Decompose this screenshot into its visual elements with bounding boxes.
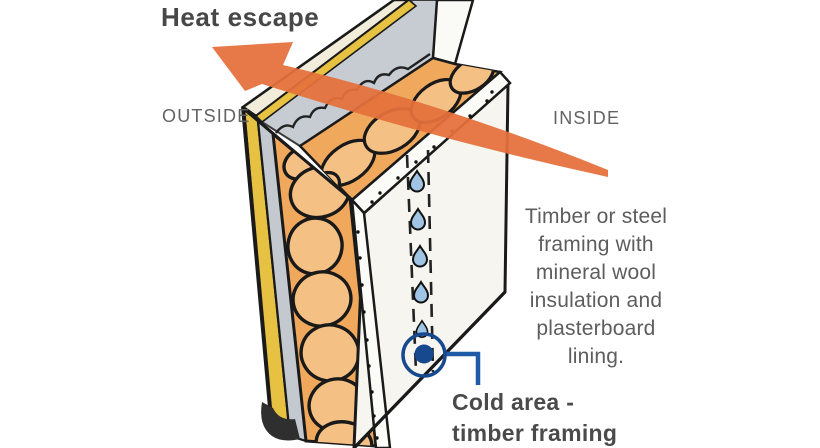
cold-area-callout: Cold area - timber framing [452,387,617,448]
framing-description: Timber or steel framing with mineral woo… [498,203,694,371]
framing-description-line: plasterboard [536,317,656,340]
heat-escape-label: Heat escape [161,2,320,32]
cold-spot-circle-icon [401,332,481,385]
cold-area-callout-line: Cold area - [452,389,575,415]
far-lining-panel [431,0,475,66]
framing-description-line: lining. [567,345,625,368]
framing-description-line: mineral wool [535,261,657,284]
outside-label: OUTSIDE [162,106,251,126]
sheathing-front [241,106,308,443]
heat-escape-arrow-icon [212,42,608,177]
framing-description-line: Timber or steel [524,205,668,228]
framing-description-line: framing with [538,233,654,256]
frame-stud-strip [350,196,392,448]
callout-connector-line [445,351,481,385]
cold-area-callout-line: timber framing [452,420,618,446]
cut-edge-line [243,107,353,202]
plasterboard-bottom-edge [352,290,507,448]
inside-label: INSIDE [553,108,621,128]
framing-description-line: insulation and [529,289,663,312]
